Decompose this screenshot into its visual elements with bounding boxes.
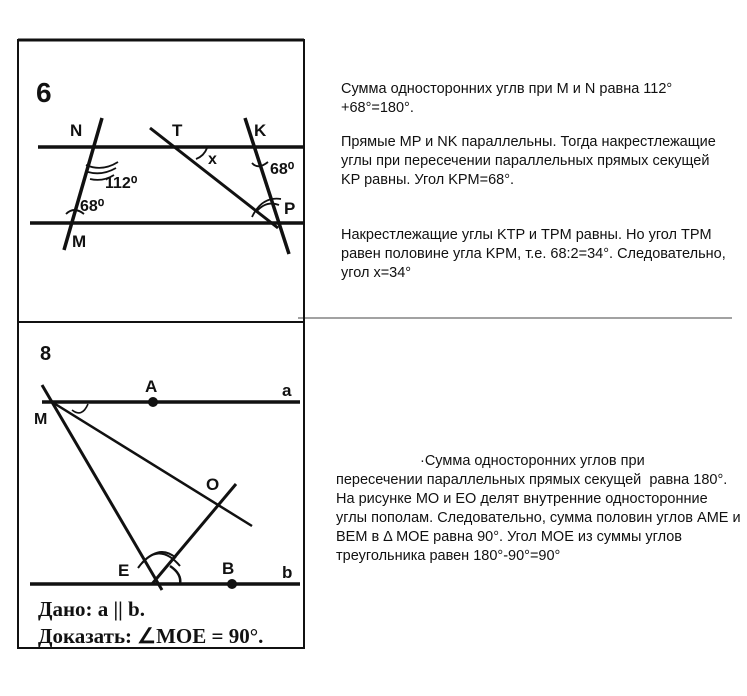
label-p: P: [284, 199, 295, 218]
bisector-m-o: [51, 400, 253, 528]
problem-6-figure: 6 N T K M P x 112⁰ 68⁰ 68⁰: [17, 38, 305, 323]
problem-6-solution-paragraph-3: Накрестлежащие углы KTP и TPM равны. Но …: [341, 226, 741, 283]
label-o: O: [206, 475, 219, 494]
solution-text: ·Сумма односторонних углов при пересечен…: [336, 453, 741, 564]
label-k: K: [254, 121, 267, 140]
arc-angle-n: [87, 167, 117, 175]
transversal-t-p: [149, 126, 279, 230]
problem-6-solution-paragraph-2: Прямые MP и NK параллельны. Тогда накрес…: [341, 133, 731, 190]
solution-text: Сумма односторонних углв при M и N равна…: [341, 81, 673, 116]
transversal-n-m: [62, 117, 104, 251]
arc-angle-p: [255, 202, 280, 213]
problem-8-number: 8: [40, 343, 51, 365]
label-a-line: a: [282, 381, 292, 400]
problem-8-figure: 8 A a M O E B b Дано: a || b. Доказать: …: [17, 321, 305, 649]
point-b: [227, 579, 237, 589]
arc-angle-x: [195, 147, 208, 160]
prove-text: Доказать: ∠MOE = 90°.: [38, 624, 263, 648]
problem-6-number: 6: [36, 77, 52, 108]
arc-angle-m: [65, 209, 85, 215]
bisector-e-o: [150, 483, 238, 585]
label-m: M: [72, 232, 86, 251]
arc-angle-e: [137, 552, 181, 569]
arc-angle-m8: [71, 403, 89, 414]
given-text: Дано: a || b.: [38, 597, 145, 621]
frame-8: [17, 321, 305, 649]
transversal-m-e: [40, 384, 164, 591]
angle-m-value: 68⁰: [80, 198, 105, 215]
problem-6-solution-paragraph-1: Сумма односторонних углв при M и N равна…: [341, 80, 731, 118]
transversal-k-p: [243, 117, 291, 255]
angle-n-value: 112⁰: [105, 175, 138, 192]
solution-text: Накрестлежащие углы KTP и TPM равны. Но …: [341, 227, 726, 281]
label-b-line: b: [282, 563, 292, 582]
label-a-point: A: [145, 377, 157, 396]
point-a: [148, 397, 158, 407]
angle-k-value: 68⁰: [270, 161, 295, 178]
arc-angle-k: [251, 161, 269, 168]
label-x: x: [208, 151, 217, 168]
frame-6: [17, 39, 305, 323]
label-n: N: [70, 121, 82, 140]
solution-text: Прямые MP и NK параллельны. Тогда накрес…: [341, 134, 716, 188]
problem-8-solution: ·Сумма односторонних углов при пересечен…: [336, 452, 741, 566]
label-b-point: B: [222, 559, 234, 578]
label-e: E: [118, 561, 129, 580]
label-t: T: [172, 121, 183, 140]
label-m8: M: [34, 411, 47, 428]
